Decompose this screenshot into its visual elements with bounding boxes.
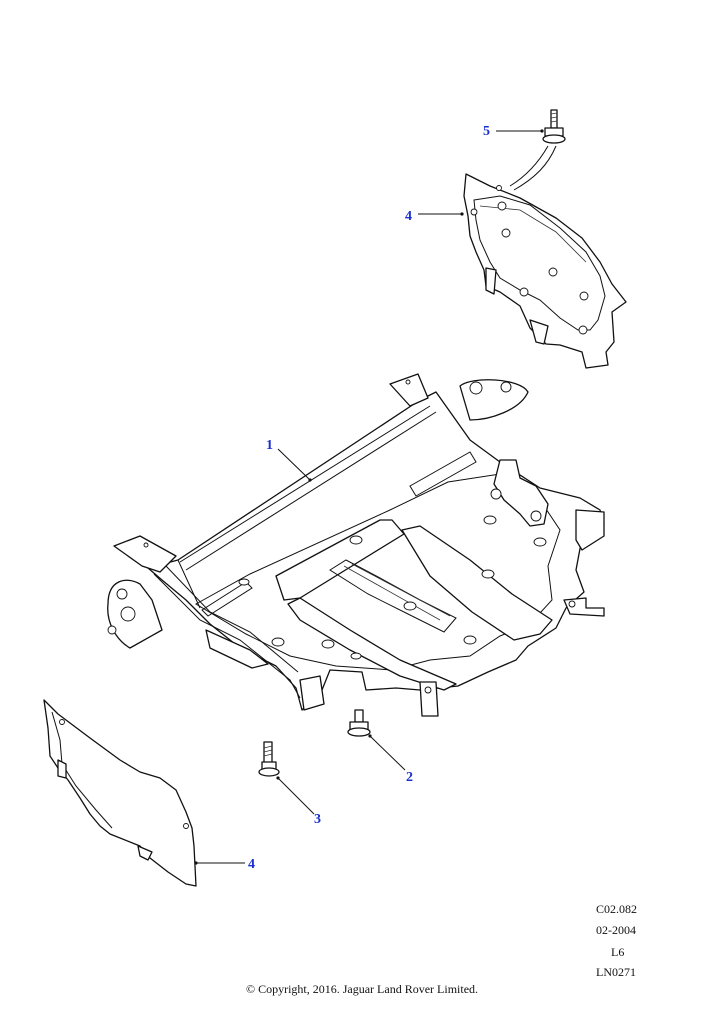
leader-3 xyxy=(277,777,315,815)
diagram-ref: LN0271 xyxy=(596,965,636,979)
callout-2: 2 xyxy=(406,770,413,785)
callout-1: 1 xyxy=(266,438,273,453)
diagram-code: C02.082 xyxy=(596,902,638,916)
heat-shield-bottom-part-4 xyxy=(43,699,197,887)
diagram-date: 02-2004 xyxy=(596,923,636,937)
screw-part-3 xyxy=(258,741,280,777)
leader-1 xyxy=(277,448,311,481)
callout-3: 3 xyxy=(314,812,321,827)
callout-4-bottom: 4 xyxy=(248,857,255,872)
callout-4-top: 4 xyxy=(405,209,412,224)
bolt-part-2 xyxy=(347,709,371,737)
heat-shield-top-part-4 xyxy=(463,173,627,369)
leader-lines xyxy=(194,129,544,865)
floor-pan-part-1 xyxy=(107,373,605,717)
bolt-part-5 xyxy=(509,109,566,191)
copyright-notice: © Copyright, 2016. Jaguar Land Rover Lim… xyxy=(245,982,479,996)
engine-code: L6 xyxy=(611,945,625,959)
leader-2 xyxy=(369,735,406,771)
callout-5: 5 xyxy=(483,124,490,139)
